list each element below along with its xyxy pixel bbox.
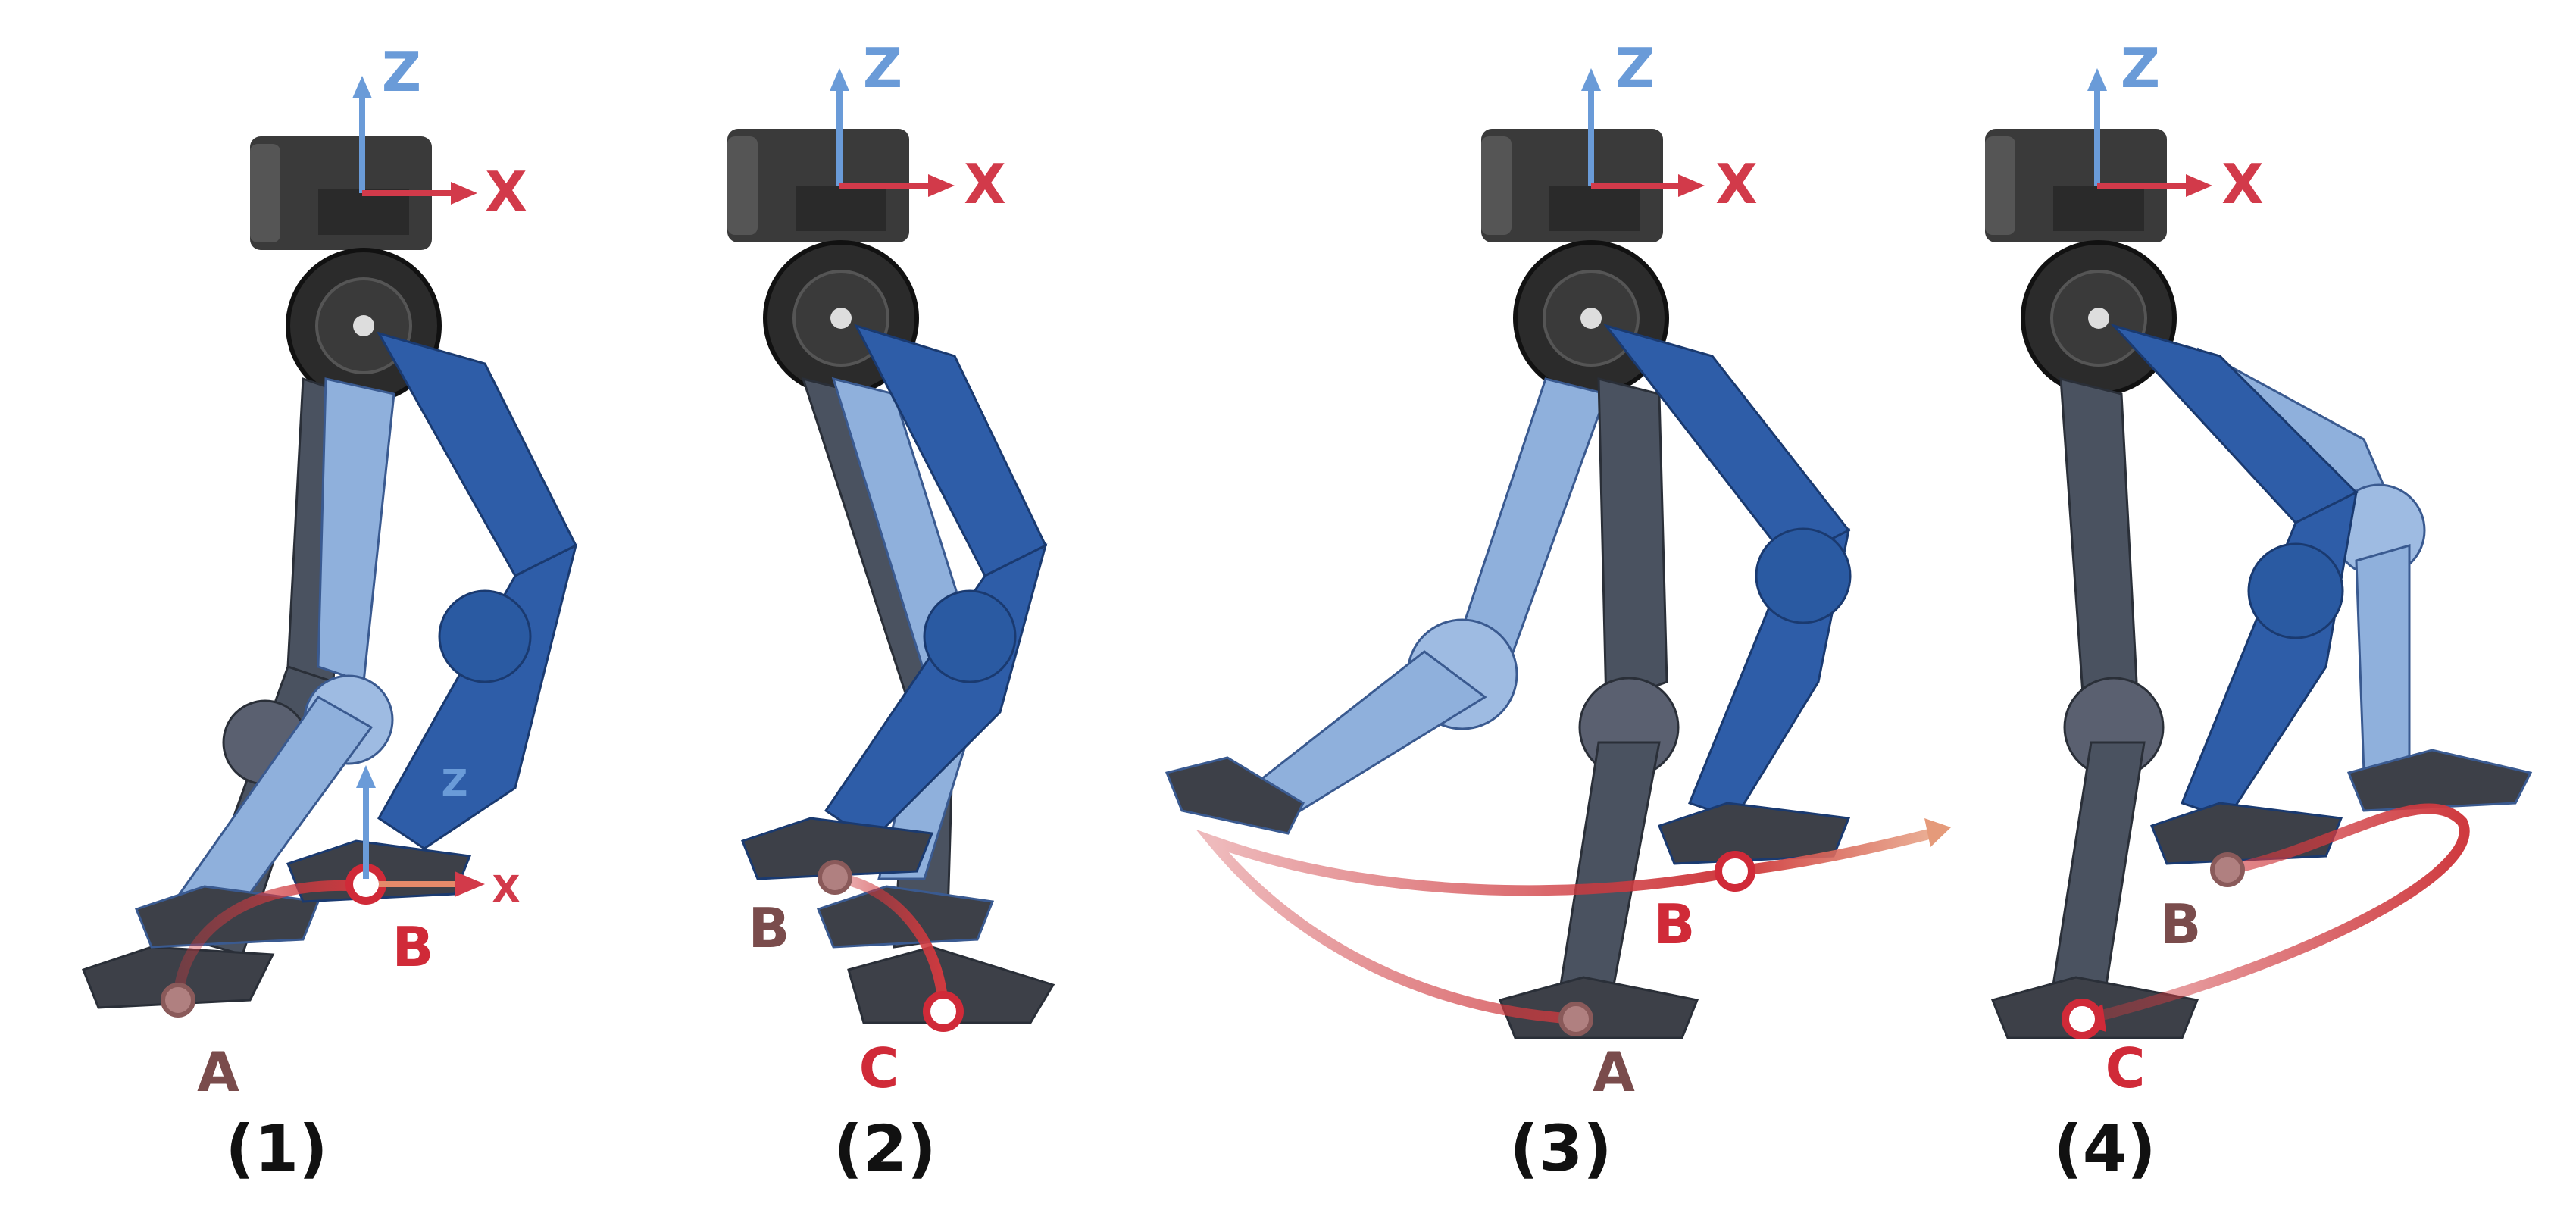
panel-label-1: (1) [225, 1111, 327, 1186]
light-links [1165, 377, 1608, 835]
point-c-marker [2062, 999, 2102, 1039]
point-label-b: B [2160, 892, 2202, 956]
world-x-label: X [1715, 152, 1758, 216]
panel-2: Z X B C (2) [727, 36, 1055, 1186]
blue-links [1603, 324, 1852, 865]
world-x-label: X [485, 160, 527, 224]
dark-links [1498, 377, 1699, 1039]
local-x-label: X [492, 868, 520, 911]
point-label-b: B [1654, 892, 1696, 956]
trajectory-continue [1730, 828, 1937, 877]
world-z-label: Z [2121, 36, 2160, 100]
blue-links [2110, 324, 2359, 865]
trajectory-a-b [173, 880, 369, 1005]
point-b-marker [818, 860, 852, 895]
local-z-label: Z [442, 762, 468, 805]
panel-1: Z X Z X A B (1) [82, 40, 578, 1186]
trajectory-b-c [830, 872, 949, 1013]
world-z-label: Z [1615, 36, 1655, 100]
point-b-marker [2210, 852, 2245, 887]
panel-4: Z X B C (4) [1985, 36, 2533, 1186]
blue-links [741, 324, 1048, 880]
point-label-b: B [392, 915, 434, 979]
panel-label-2: (2) [833, 1111, 936, 1186]
panel-label-4: (4) [2053, 1111, 2156, 1186]
point-a-marker [161, 983, 195, 1018]
hip-housing [1481, 129, 1663, 242]
panel-3: Z X A B (3) [1165, 36, 1951, 1186]
point-label-b: B [749, 896, 790, 960]
point-label-c: C [2106, 1036, 2146, 1100]
world-x-label: X [964, 152, 1006, 216]
world-x-label: X [2221, 152, 2264, 216]
point-label-a: A [1593, 1040, 1635, 1104]
point-label-c: C [859, 1036, 899, 1100]
point-label-a: A [197, 1040, 239, 1104]
point-c-marker [923, 991, 964, 1032]
hip-housing [727, 129, 909, 242]
world-z-label: Z [863, 36, 902, 100]
world-z-label: Z [382, 40, 421, 104]
hip-housing [250, 136, 432, 250]
trajectory-swing [1196, 829, 1740, 1024]
panel-label-3: (3) [1509, 1111, 1612, 1186]
trajectory-return [2082, 803, 2470, 1024]
point-a-marker [1558, 1002, 1593, 1036]
hip-housing [1985, 129, 2167, 242]
point-b-marker [1715, 851, 1755, 892]
